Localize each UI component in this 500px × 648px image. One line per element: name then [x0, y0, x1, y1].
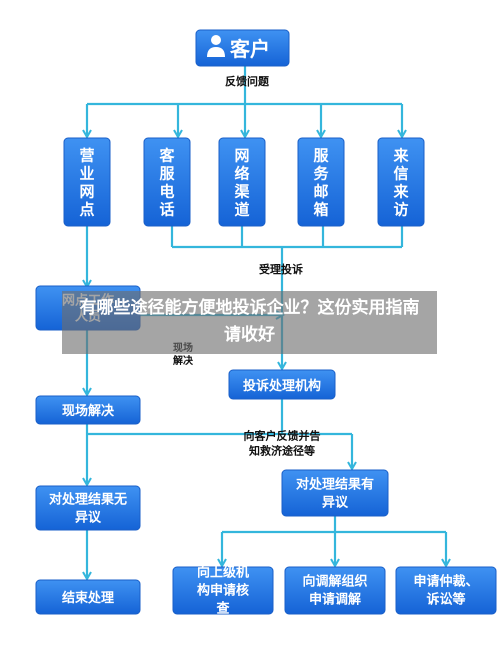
- node-complaint-dept-label: 投诉处理机构: [243, 378, 321, 394]
- node-has-objection-label: 对处理结果有异议: [296, 477, 374, 511]
- label-accept: 受理投诉: [259, 262, 303, 276]
- node-service: 客服电话: [143, 137, 191, 227]
- person-icon: [207, 35, 225, 57]
- node-service-label: 客服电话: [158, 146, 175, 218]
- overlay-title: 有哪些途径能方便地投诉企业？这份实用指南请收好: [79, 298, 420, 345]
- node-letter-label: 来信来访: [392, 146, 409, 218]
- node-arbitration: 申请仲裁、诉讼等: [395, 566, 497, 615]
- node-onsite-label: 现场解决: [62, 403, 115, 419]
- node-customer-label: 客户: [229, 37, 270, 61]
- node-store: 营业网点: [63, 137, 111, 227]
- node-end: 结束处理: [35, 579, 141, 615]
- node-postbox: 服务邮箱: [297, 137, 345, 227]
- node-network-label: 网络渠道: [234, 146, 249, 218]
- node-higher-review-label: 向上级机构申请核查: [197, 565, 249, 617]
- node-higher-review: 向上级机构申请核查: [172, 565, 274, 617]
- node-mediation: 向调解组织申请调解: [284, 566, 386, 615]
- node-complaint-dept: 投诉处理机构: [228, 369, 336, 400]
- node-onsite: 现场解决: [35, 395, 141, 425]
- node-no-objection-label: 对处理结果无异议: [49, 492, 127, 526]
- node-postbox-label: 服务邮箱: [313, 146, 329, 218]
- node-mediation-label: 向调解组织申请调解: [302, 574, 367, 608]
- node-has-objection: 对处理结果有异议: [281, 469, 389, 517]
- label-feedback: 反馈问题: [225, 74, 270, 88]
- node-end-label: 结束处理: [62, 590, 114, 606]
- label-notify: 向客户反馈并告知救济途径等: [244, 428, 321, 457]
- node-store-label: 营业网点: [79, 146, 94, 218]
- node-customer: 客户: [195, 29, 290, 67]
- node-network: 网络渠道: [218, 137, 266, 227]
- overlay-title-banner: 有哪些途径能方便地投诉企业？这份实用指南请收好: [62, 291, 437, 354]
- node-letter: 来信来访: [377, 137, 425, 227]
- node-arbitration-label: 申请仲裁、诉讼等: [413, 574, 478, 608]
- node-no-objection: 对处理结果无异议: [35, 485, 141, 531]
